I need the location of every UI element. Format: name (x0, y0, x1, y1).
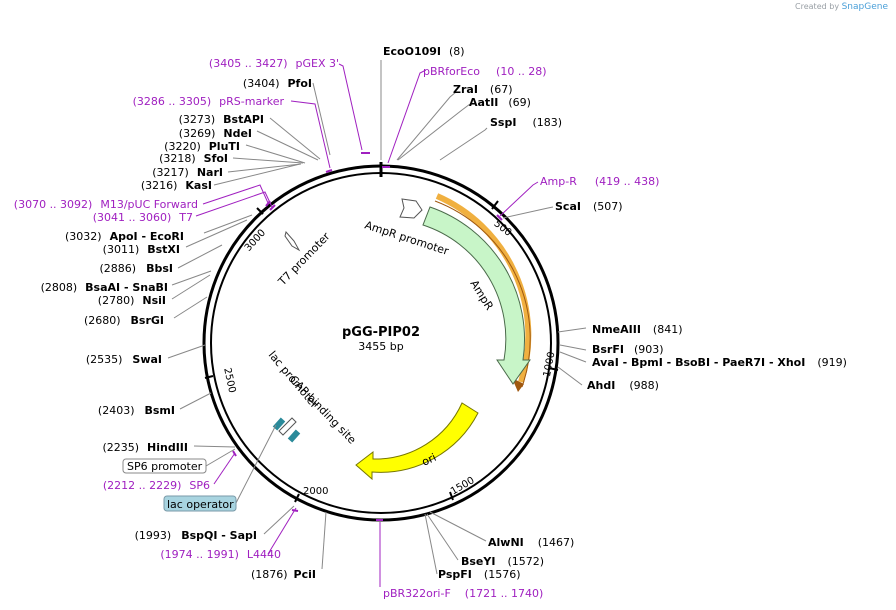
primer-label: Amp-R(419 .. 438) (540, 175, 659, 188)
tick-2000: 2000 (303, 486, 328, 497)
cap-site-feature (287, 429, 301, 443)
enzyme-label: ScaI(507) (555, 200, 623, 213)
snapgene-credit: Created by SnapGene (795, 2, 888, 12)
enzyme-label: (3218)SfoI (159, 152, 228, 165)
primer-label: (3286 .. 3305)pRS-marker (133, 95, 285, 108)
enzyme-label: (3032)ApoI - EcoRI (65, 230, 184, 243)
enzyme-label: (2780)NsiI (98, 294, 166, 307)
enzyme-label: AlwNI(1467) (488, 536, 574, 549)
enzyme-label: BseYI(1572) (461, 555, 544, 568)
enzyme-label: AatII(69) (469, 96, 531, 109)
enzyme-label: (2680)BsrGI (84, 314, 164, 327)
enzyme-label: (3273)BstAPI (179, 113, 264, 126)
t7-promoter-feature (284, 230, 301, 252)
enzyme-label: (3404)PfoI (243, 77, 312, 90)
enzyme-label: (2886)BbsI (100, 262, 173, 275)
enzyme-label: (2808)BsaAI - SnaBI (41, 281, 168, 294)
enzyme-label: (2235)HindIII (102, 441, 188, 454)
enzyme-label: EcoO109I(8) (383, 45, 465, 58)
lac-operator-feature (272, 417, 286, 431)
plasmid-name: pGG-PIP02 (342, 325, 420, 340)
ampr-promoter-feature (399, 198, 423, 219)
enzyme-label: BsrFI(903) (592, 343, 664, 356)
primer-label: (3070 .. 3092)M13/pUC Forward (14, 198, 198, 211)
enzyme-label: ZraI(67) (453, 83, 513, 96)
primer-label: (1974 .. 1991)L4440 (160, 548, 281, 561)
enzyme-label: (1876)PciI (251, 568, 316, 581)
enzyme-label: (3220)PluTI (164, 140, 240, 153)
lac-promoter-feature (278, 417, 297, 436)
tick-2500: 2500 (221, 367, 237, 394)
ori-label: ori (420, 451, 438, 469)
enzyme-label: AvaI - BpmI - BsoBI - PaeR7I - XhoI(919) (592, 356, 847, 369)
enzyme-label: (2535)SwaI (86, 353, 162, 366)
primer-label: (3405 .. 3427)pGEX 3' (209, 57, 339, 70)
sp6-promoter-box (122, 458, 207, 474)
enzyme-label: AhdI(988) (587, 379, 659, 392)
ampr-highlight-edge (434, 200, 531, 388)
enzyme-label: (3269)NdeI (179, 127, 252, 140)
lac-operator-box (163, 495, 237, 512)
primer-label: (3041 .. 3060)T7 (93, 211, 193, 224)
ampr-feature (422, 206, 531, 385)
ori-feature (355, 402, 479, 481)
t7-promoter-label: T7 promoter (275, 230, 333, 289)
enzyme-label: (1993)BspQI - SapI (135, 529, 257, 542)
enzyme-label: (3216)KasI (141, 179, 212, 192)
enzyme-label: (2403)BsmI (98, 404, 175, 417)
primer-label: pBRforEco(10 .. 28) (423, 65, 547, 78)
tick-3000: 3000 (243, 227, 268, 253)
primer-label: (2212 .. 2229)SP6 (103, 479, 210, 492)
snapgene-logo: SnapGene (841, 2, 888, 12)
enzyme-label: PspFI(1576) (438, 568, 520, 581)
sp6-promoter-label: SP6 promoter (127, 460, 203, 473)
lac-operator-label: lac operator (167, 498, 234, 511)
enzyme-label: (3217)NarI (152, 166, 223, 179)
tick-1000: 1000 (542, 351, 558, 378)
primer-label: pBR322ori-F(1721 .. 1740) (383, 587, 543, 600)
enzyme-label: (3011)BstXI (103, 243, 180, 256)
enzyme-label: SspI(183) (490, 116, 562, 129)
plasmid-length: 3455 bp (358, 340, 403, 353)
enzyme-label: NmeAIII(841) (592, 323, 683, 336)
